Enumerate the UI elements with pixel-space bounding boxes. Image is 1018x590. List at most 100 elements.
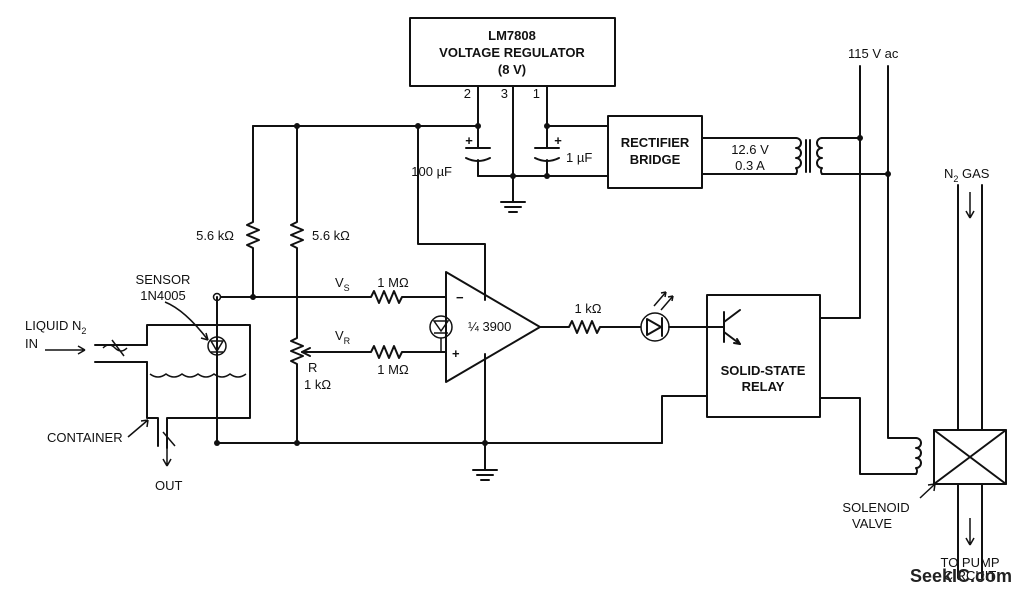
- transformer-current: 0.3 A: [735, 158, 765, 173]
- junction-dot: [475, 123, 481, 129]
- relay-line-1: SOLID-STATE: [721, 363, 806, 378]
- resistor-5k6-left: [246, 125, 260, 298]
- resistor-5k6-right-and-pot: [290, 125, 304, 444]
- capacitor-100uf-plus: +: [465, 133, 473, 148]
- opamp-plus: +: [452, 346, 460, 361]
- container-label: CONTAINER: [47, 430, 123, 445]
- outlet-valve-icon: [162, 431, 176, 447]
- gas-label: N2 GAS: [944, 166, 990, 184]
- pot-name-label: R: [308, 360, 317, 375]
- inlet-valve-icon: [102, 339, 128, 357]
- relay-line-2: RELAY: [742, 379, 785, 394]
- liquid-label: LIQUID N2: [25, 318, 86, 336]
- valve-pointer: [919, 483, 936, 499]
- regulator-pin-2: 2: [464, 86, 471, 101]
- solid-state-relay-block: [706, 294, 821, 418]
- watermark: SeekIC.com: [910, 566, 1012, 586]
- vs-label: VS: [335, 275, 350, 293]
- transformer-core: [805, 139, 811, 173]
- relay-ground-wire: [661, 395, 708, 444]
- rectifier-bridge-block: [607, 115, 703, 189]
- sensor-label-1: SENSOR: [136, 272, 191, 287]
- transformer-primary-wires: [821, 137, 889, 175]
- sensor-pointer: [164, 301, 209, 341]
- regulator-leads: [477, 85, 548, 177]
- led-body: [640, 312, 670, 342]
- capacitor-1uf-plate: [534, 157, 560, 162]
- regulator-pin-1: 1: [533, 86, 540, 101]
- opamp-minus: −: [456, 290, 464, 305]
- liquid-surface: [149, 373, 247, 378]
- led-ray-arrows-icon: [660, 291, 674, 302]
- container-vessel: [146, 324, 251, 449]
- relay-load-wire: [819, 397, 917, 475]
- solenoid-valve-cross-icon: [933, 429, 1007, 485]
- vr-signal-line: [301, 345, 447, 359]
- junction-dot: [250, 294, 256, 300]
- junction-dot: [544, 123, 550, 129]
- outlet-arrow: [162, 448, 172, 467]
- opamp-output-wire: [539, 320, 641, 334]
- current-mirror-diode-icon: [432, 320, 450, 334]
- gas-outflow-arrow: [965, 518, 975, 546]
- capacitor-100uf-label: 100 µF: [411, 164, 452, 179]
- regulator-ground-bus: [477, 175, 609, 203]
- relay-transistor-arrow: [733, 338, 741, 345]
- ground-icon: [472, 469, 498, 481]
- valve-label-2: VALVE: [852, 516, 892, 531]
- led-diode-icon: [646, 317, 663, 337]
- rectifier-line-1: RECTIFIER: [621, 135, 690, 150]
- ac-input-label: 115 V ac: [848, 46, 899, 61]
- opamp-label: ¼ 3900: [468, 319, 511, 334]
- junction-dot: [544, 173, 550, 179]
- junction-dot: [510, 173, 516, 179]
- valve-label-1: SOLENOID: [842, 500, 909, 515]
- regulator-name: LM7808: [488, 28, 536, 43]
- container-pointer: [127, 419, 149, 438]
- junction-dot: [294, 440, 300, 446]
- transformer-secondary-coil: [795, 137, 802, 175]
- opamp-supply-wire: [417, 125, 486, 301]
- out-label: OUT: [155, 478, 183, 493]
- vs-signal-line: [216, 290, 447, 304]
- capacitor-1uf-label: 1 µF: [566, 150, 592, 165]
- gas-pipe: [957, 184, 983, 579]
- capacitor-100uf: [465, 125, 491, 177]
- ac-input-lines: [819, 65, 917, 439]
- transformer-secondary-wires: [701, 137, 797, 175]
- led-light-rays-icon: [653, 291, 674, 311]
- solenoid-coil: [915, 437, 922, 475]
- transformer-primary-coil: [816, 137, 823, 175]
- transformer-voltage: 12.6 V: [731, 142, 769, 157]
- pump-label-1: TO PUMP: [941, 555, 1000, 570]
- ground-icon: [500, 201, 526, 213]
- pump-label-2: CIRCUIT: [944, 568, 997, 583]
- rectifier-line-2: BRIDGE: [630, 152, 681, 167]
- pot-value-label: 1 kΩ: [304, 377, 331, 392]
- sensor-pointer-arrow: [200, 332, 209, 341]
- regulator-voltage: (8 V): [498, 62, 526, 77]
- vr-label: VR: [335, 328, 351, 346]
- liquid-inlet-pipe: [94, 344, 148, 363]
- inlet-arrow: [45, 345, 86, 355]
- resistor-1k-label: 1 kΩ: [574, 301, 601, 316]
- solenoid-valve-body: [933, 429, 1007, 485]
- gas-inflow-arrow: [965, 192, 975, 219]
- relay-transistor-icon: [723, 309, 741, 345]
- resistor-1m-bottom-label: 1 MΩ: [377, 362, 409, 377]
- resistor-5k6-right-label: 5.6 kΩ: [312, 228, 350, 243]
- regulator-desc: VOLTAGE REGULATOR: [439, 45, 585, 60]
- liquid-in-label: IN: [25, 336, 38, 351]
- opamp-triangle: [445, 271, 541, 383]
- resistor-5k6-left-label: 5.6 kΩ: [196, 228, 234, 243]
- pot-wiper-arrow: [301, 347, 311, 357]
- current-mirror-circle: [429, 315, 453, 339]
- sensor-diode-icon: [209, 340, 225, 353]
- sensor-diode-body: [207, 336, 227, 356]
- resistor-1m-top-label: 1 MΩ: [377, 275, 409, 290]
- capacitor-100uf-plate: [465, 157, 491, 162]
- sensor-label-2: 1N4005: [140, 288, 186, 303]
- capacitor-1uf-plus: +: [554, 133, 562, 148]
- regulator-pin-3: 3: [501, 86, 508, 101]
